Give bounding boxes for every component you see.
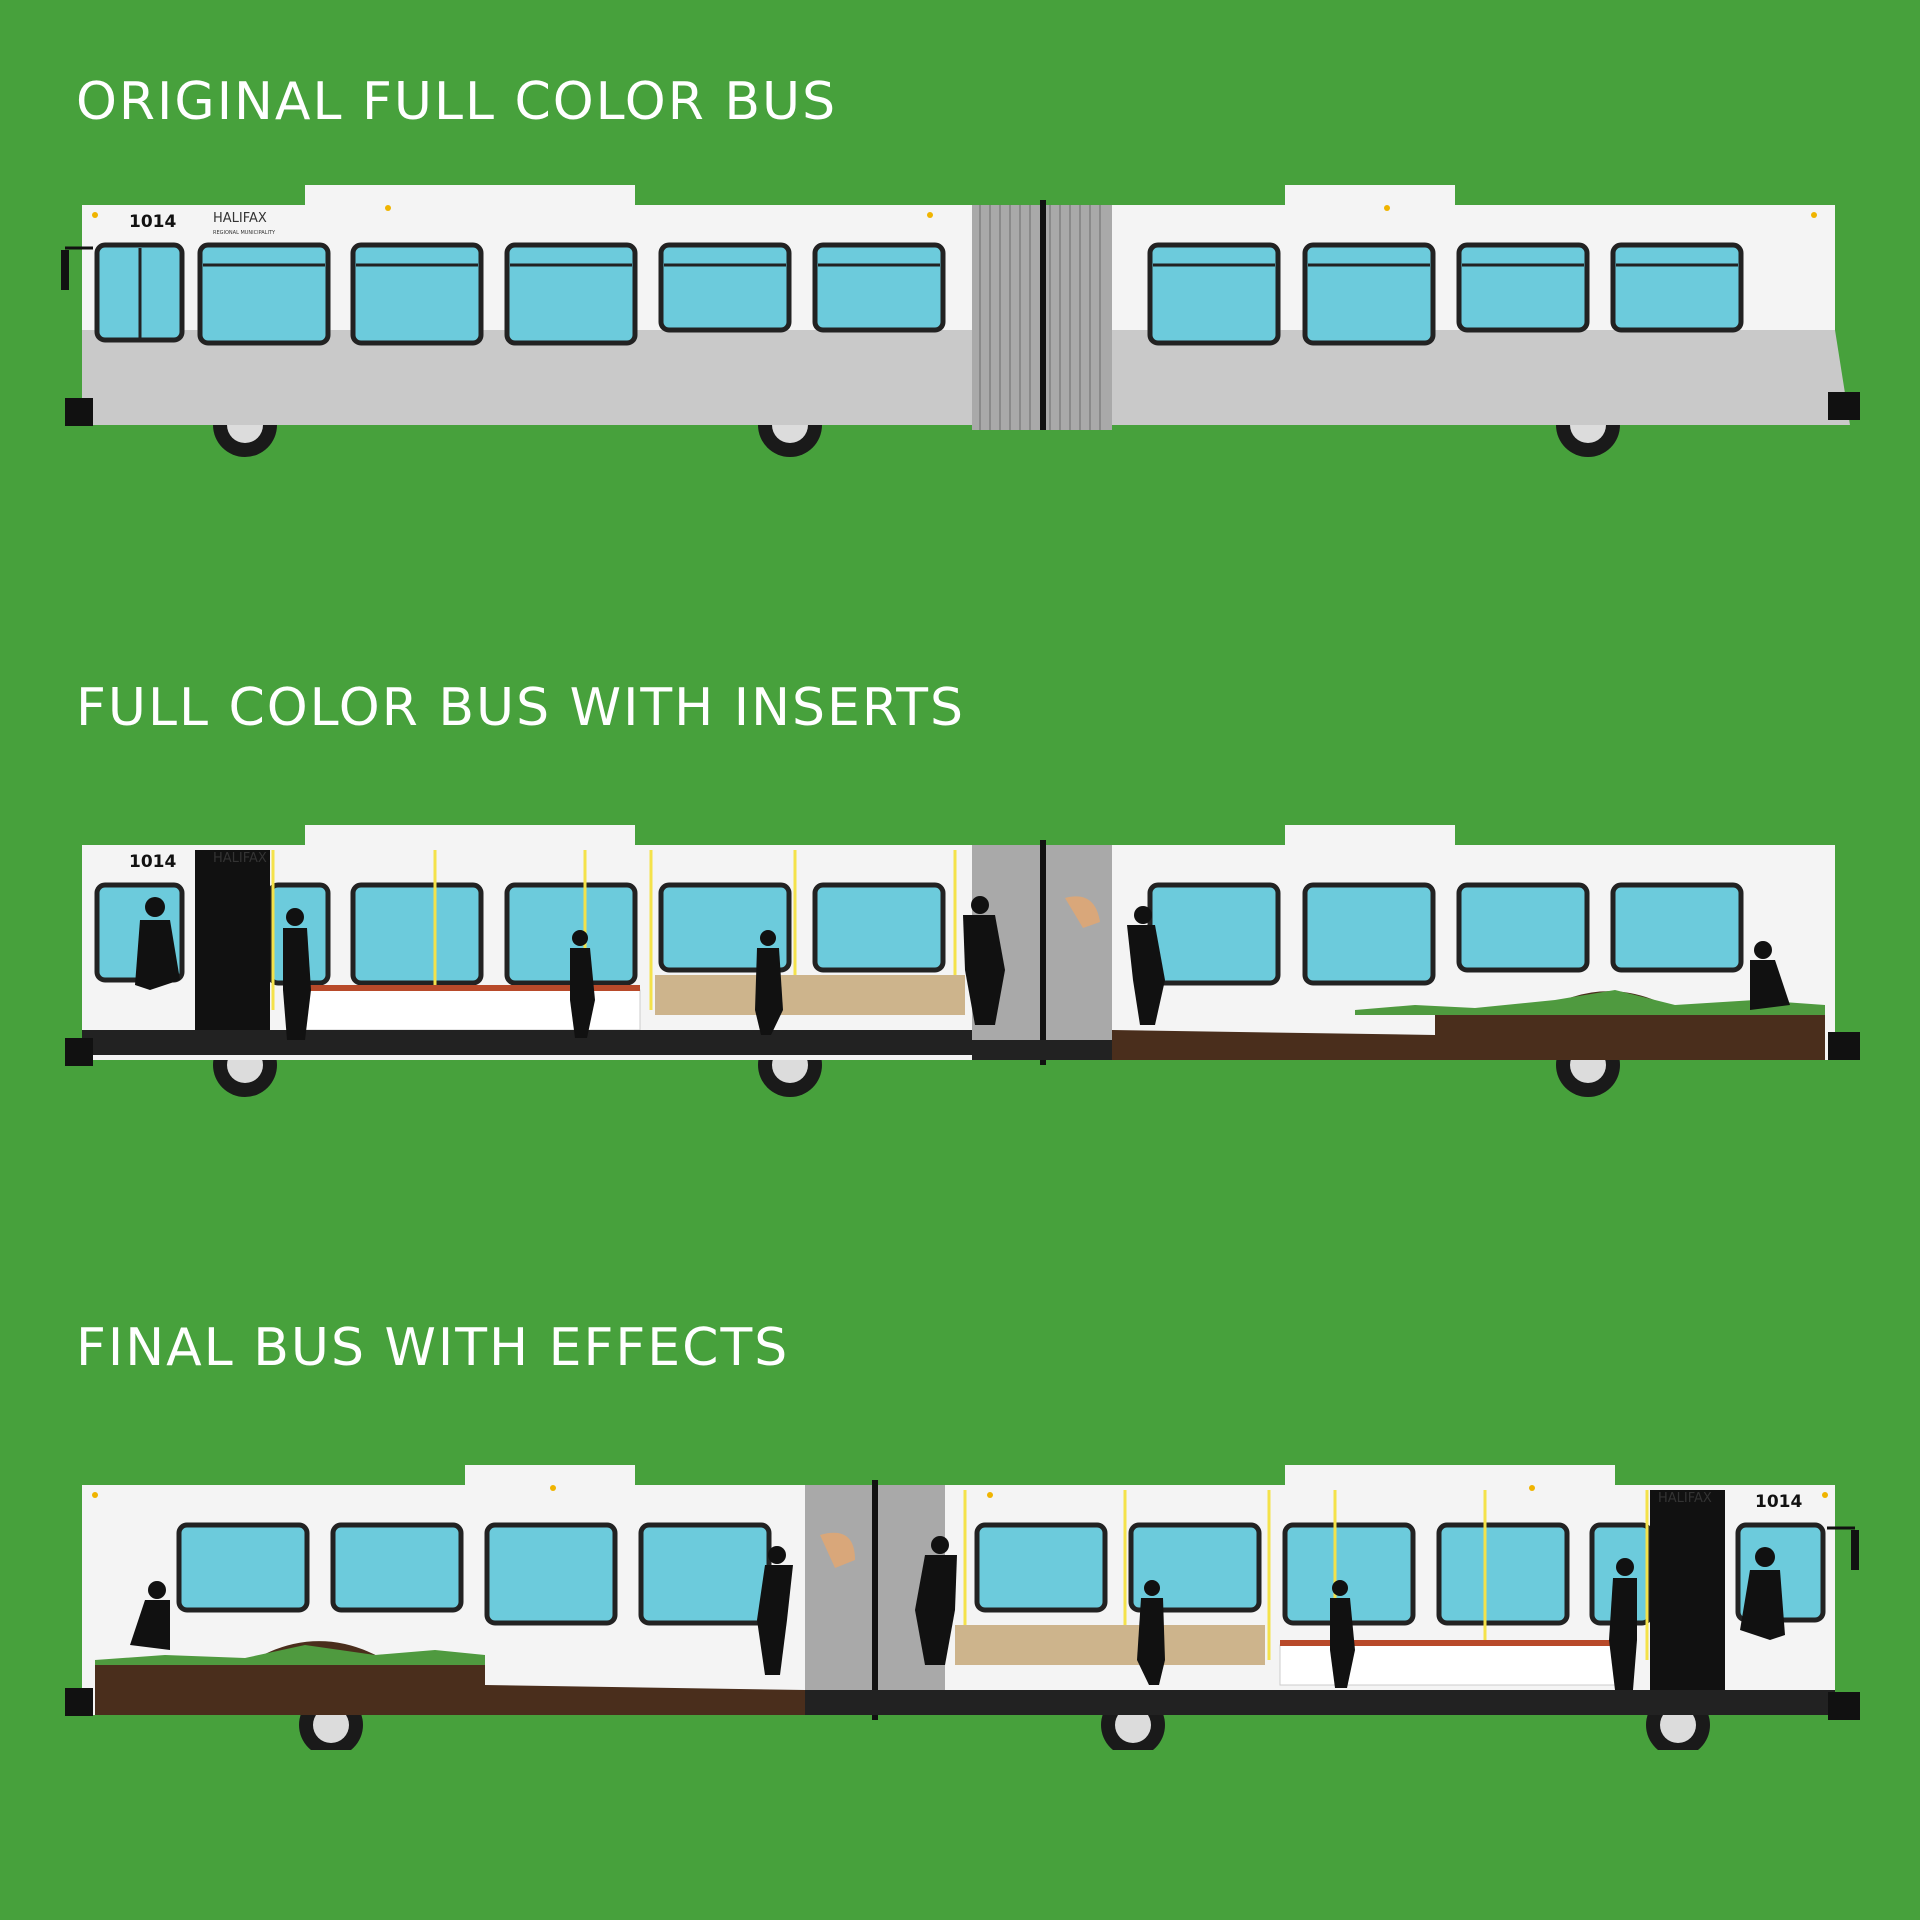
halifax-logo: HALIFAX bbox=[213, 851, 267, 866]
seating-row bbox=[955, 1625, 1265, 1665]
side-mirror-icon bbox=[1827, 1526, 1859, 1570]
fleet-number: 1014 bbox=[129, 212, 176, 232]
front-door bbox=[195, 850, 270, 1050]
heading-final-bus: FINAL BUS WITH EFFECTS bbox=[76, 1318, 790, 1378]
person-silhouette-icon bbox=[135, 896, 1790, 1040]
bus-with-inserts-illustration: 1014 HALIFAX bbox=[65, 825, 1860, 1097]
side-mirror-icon bbox=[61, 246, 93, 290]
heading-original-bus: ORIGINAL FULL COLOR BUS bbox=[76, 72, 838, 132]
fleet-number: 1014 bbox=[129, 852, 176, 872]
accordion-joint bbox=[972, 200, 1112, 430]
tossed-bag bbox=[820, 1532, 855, 1568]
fleet-number: 1014 bbox=[1755, 1492, 1802, 1512]
tossed-bag bbox=[1065, 896, 1100, 928]
halifax-logo-subtext: REGIONAL MUNICIPALITY bbox=[213, 230, 276, 236]
garden-bed bbox=[95, 1641, 805, 1715]
original-bus-illustration: 1014 HALIFAX REGIONAL MUNICIPALITY bbox=[61, 185, 1860, 457]
front-door bbox=[1650, 1490, 1725, 1690]
person-silhouette-icon bbox=[130, 1536, 1785, 1690]
seating-row bbox=[655, 975, 965, 1015]
halifax-logo: HALIFAX bbox=[1658, 1491, 1712, 1506]
halifax-logo: HALIFAX bbox=[213, 211, 267, 226]
final-bus-illustration: 1014 HALIFAX bbox=[65, 1465, 1860, 1750]
heading-bus-with-inserts: FULL COLOR BUS WITH INSERTS bbox=[76, 678, 966, 738]
garden-bed bbox=[1112, 990, 1825, 1060]
